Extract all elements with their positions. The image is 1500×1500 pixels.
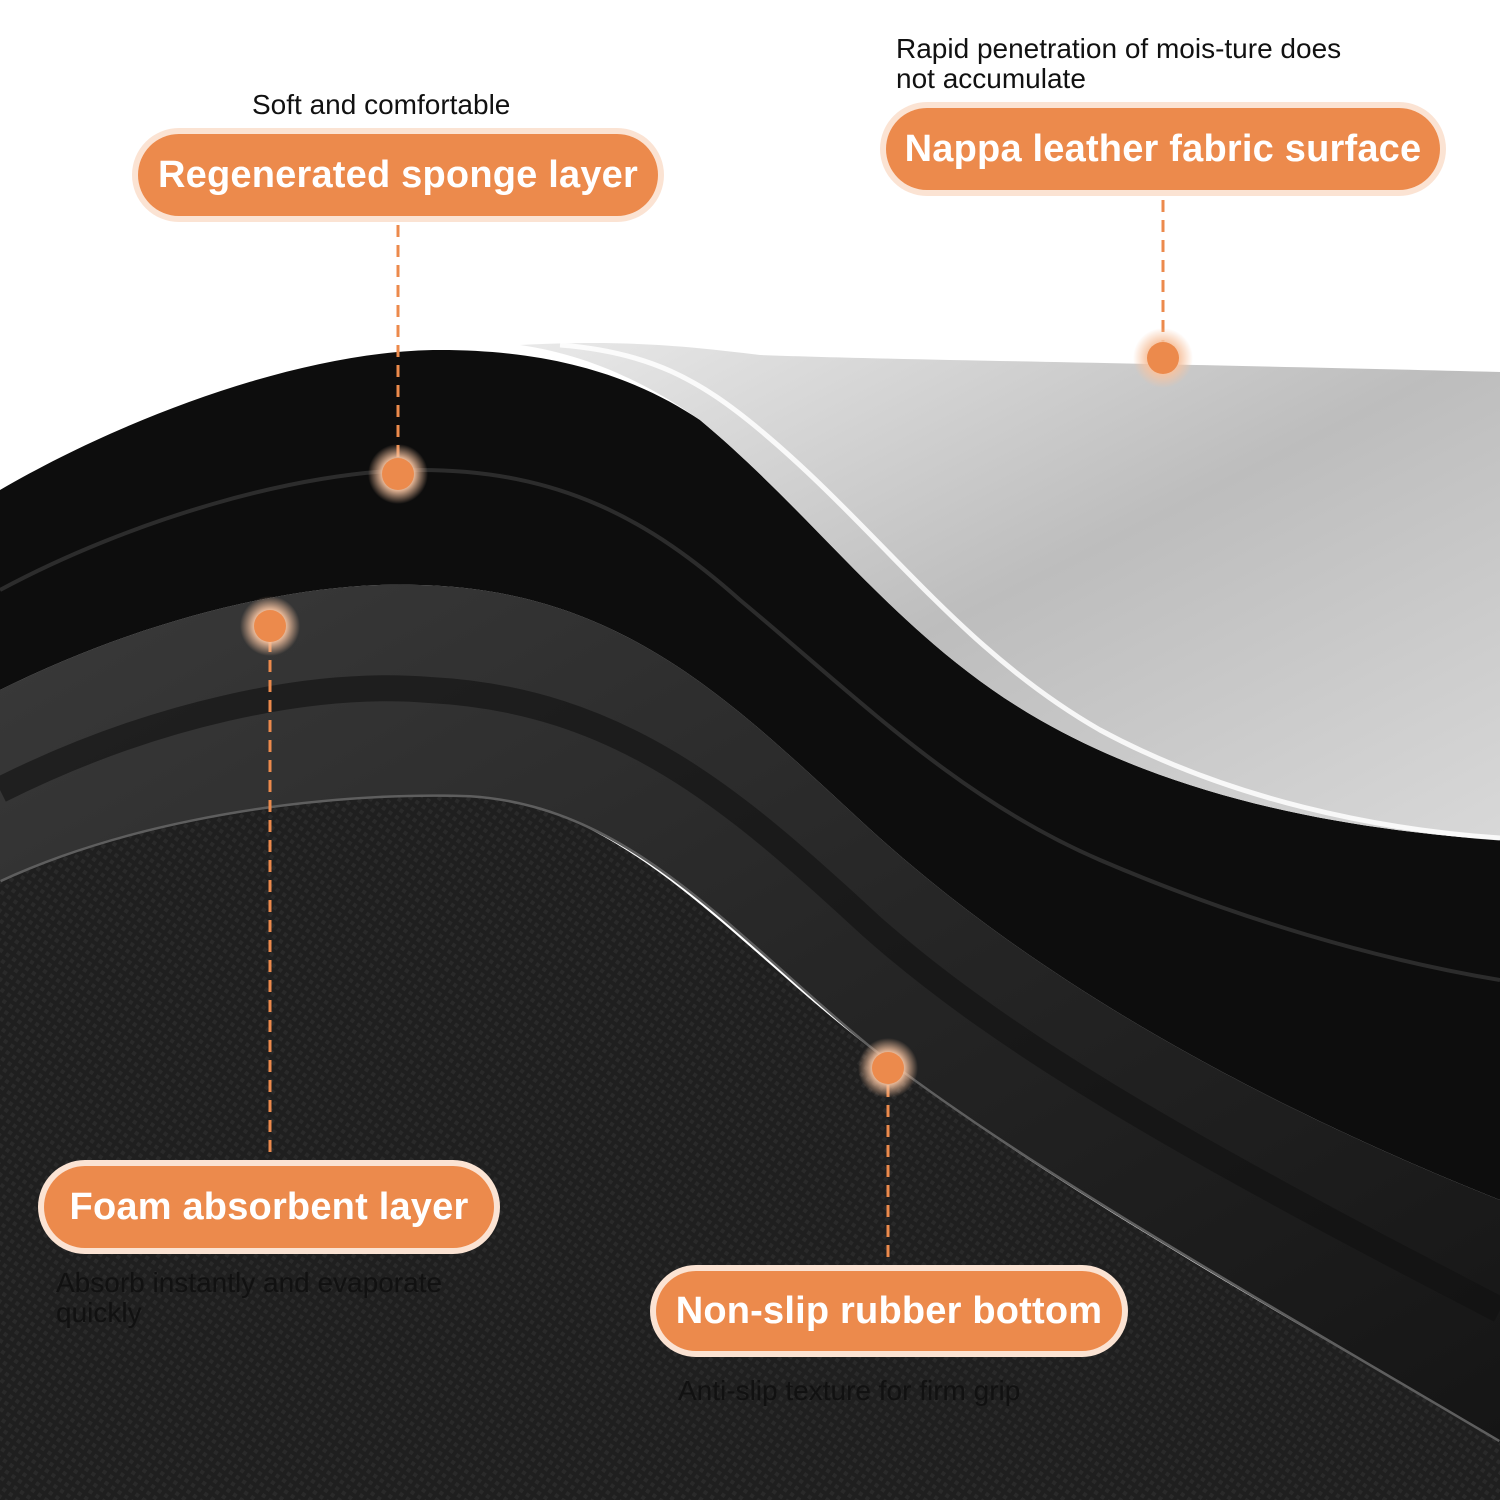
rubber-marker-dot bbox=[872, 1052, 904, 1084]
rubber-layer-label: Non-slip rubber bottom bbox=[656, 1271, 1122, 1351]
rubber-caption: Anti-slip texture for firm grip bbox=[678, 1375, 1021, 1406]
foam-layer-label: Foam absorbent layer bbox=[44, 1166, 494, 1248]
sponge-marker-dot bbox=[382, 458, 414, 490]
nappa-caption-line2: not accumulate bbox=[896, 63, 1086, 94]
sponge-layer-label: Regenerated sponge layer bbox=[138, 134, 658, 216]
nappa-fabric-surface bbox=[520, 343, 1500, 840]
nappa-caption-line1: Rapid penetration of mois-ture does bbox=[896, 33, 1342, 64]
nappa-marker-dot bbox=[1147, 342, 1179, 374]
foam-caption-line2: quickly bbox=[56, 1297, 142, 1328]
nappa-layer-label: Nappa leather fabric surface bbox=[886, 108, 1440, 190]
foam-caption: Absorb instantly and evaporate quickly bbox=[56, 1268, 442, 1328]
sponge-caption: Soft and comfortable bbox=[252, 89, 511, 120]
foam-marker-dot bbox=[254, 610, 286, 642]
foam-caption-line1: Absorb instantly and evaporate bbox=[56, 1267, 443, 1298]
nappa-caption: Rapid penetration of mois-ture does not … bbox=[896, 34, 1341, 94]
sponge-layer bbox=[0, 350, 1500, 1200]
rubber-bottom-layer bbox=[0, 789, 1500, 1500]
